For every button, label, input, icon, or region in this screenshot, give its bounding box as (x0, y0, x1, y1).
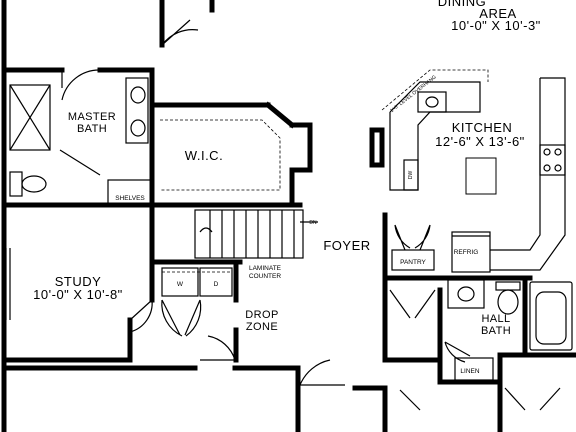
study-label: STUDY (55, 274, 102, 289)
drop-zone-label-1: DROP (245, 309, 278, 321)
foyer-label: FOYER (323, 238, 370, 253)
washer-label: W (177, 281, 184, 288)
master-bath-label-1: MASTER (68, 111, 116, 123)
kitchen-dims: 12'-6" X 13'-6" (435, 134, 525, 149)
laundry (161, 267, 233, 297)
dining-label: DINING (438, 0, 487, 9)
kitchen-label: KITCHEN (452, 120, 513, 135)
fixture-labels: SHELVES LAMINATE COUNTER W D PANTRY REFR… (115, 74, 480, 375)
pantry-label: PANTRY (400, 259, 426, 266)
study-dims: 10'-0" X 10'-8" (33, 287, 123, 302)
wic-label: W.I.C. (185, 148, 223, 163)
dining-area-label: AREA (479, 6, 516, 21)
master-bath-fixtures (9, 77, 153, 206)
refrig-label: REFRIG (454, 249, 479, 256)
room-labels: DINING AREA 10'-0" X 10'-3" MASTER BATH … (33, 0, 541, 337)
wic-shelving (160, 119, 281, 191)
dining-dims: 10'-0" X 10'-3" (451, 18, 541, 33)
master-bath-label-2: BATH (77, 123, 107, 135)
stairs (194, 209, 318, 259)
dryer-label: D (214, 281, 219, 288)
dishwasher-label: DW (408, 171, 414, 180)
overhang-label: 1'-0" LEVEL OVERHANG (389, 74, 437, 114)
doors (5, 19, 561, 411)
stair-down-label: DN (309, 220, 317, 226)
hall-bath-fixtures (447, 279, 573, 381)
kitchen-cabinets (381, 69, 566, 273)
shelves-label: SHELVES (115, 195, 145, 202)
hall-bath-label-2: BATH (481, 325, 511, 337)
linen-label: LINEN (460, 368, 479, 375)
laminate-counter-label-2: COUNTER (249, 273, 281, 280)
laminate-counter-label-1: LAMINATE (249, 265, 282, 272)
hall-bath-label-1: HALL (481, 313, 510, 325)
drop-zone-label-2: ZONE (246, 321, 278, 333)
